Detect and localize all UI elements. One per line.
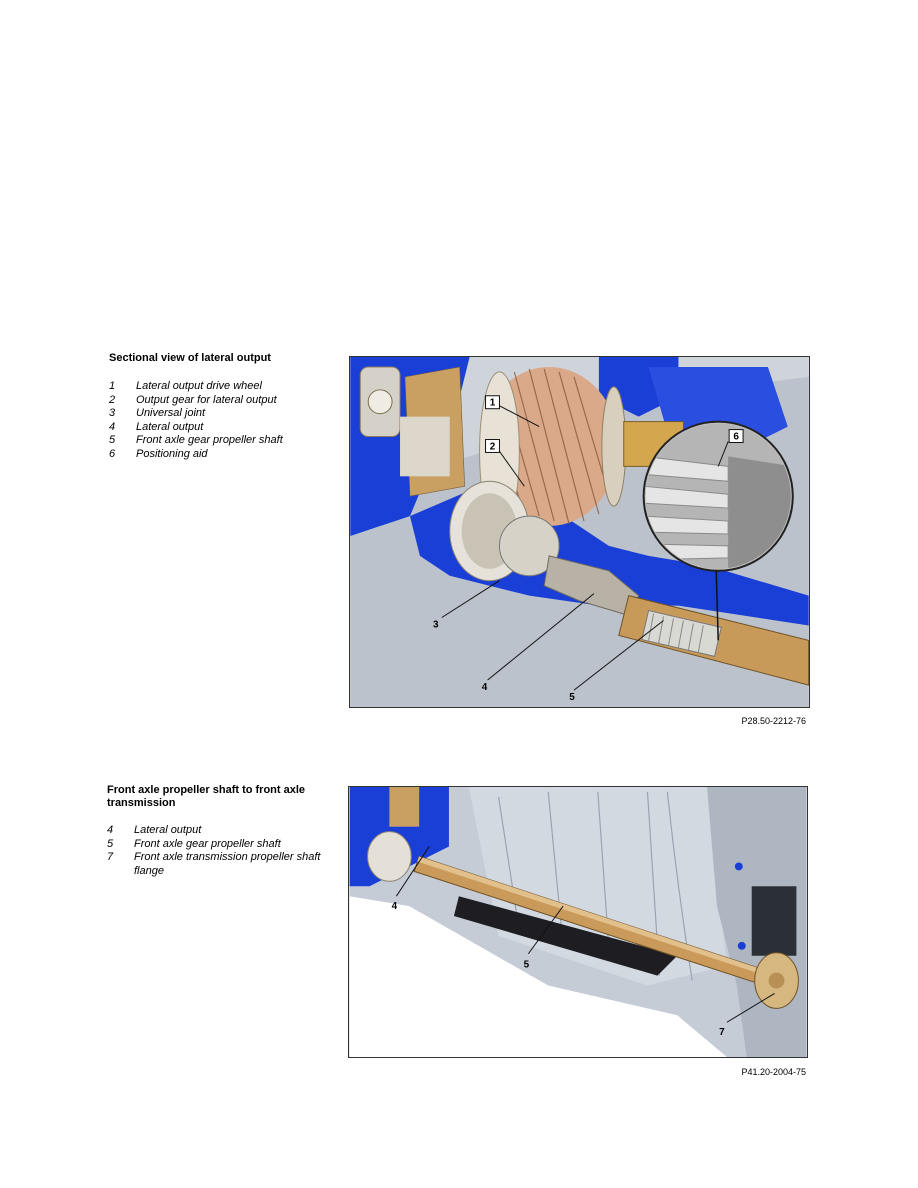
legend-text: Lateral output [136, 420, 204, 433]
legend-number: 2 [109, 393, 116, 406]
section1-legend: 1 Lateral output drive wheel 2 Output gear… [109, 380, 319, 462]
legend-text: Output gear for lateral output [136, 393, 277, 406]
callout-5: 5 [524, 960, 530, 971]
section2-legend: 4 Lateral output 5 Front axle gear propell… [107, 824, 325, 878]
callout-1: 1 [490, 398, 496, 409]
legend-number: 1 [109, 380, 116, 392]
legend-item: 6 Positioning aid [109, 448, 319, 462]
legend-text: Front axle gear propeller shaft [134, 837, 281, 850]
legend-item: 7 Front axle transmission propeller shaft… [107, 851, 325, 878]
legend-item: 4 Lateral output [107, 824, 325, 838]
callout-4: 4 [392, 901, 398, 912]
legend-item: 3 Universal joint [109, 407, 319, 421]
propeller-shaft-illustration: 4 5 7 [349, 787, 807, 1057]
legend-item: 5 Front axle gear propeller shaft [109, 434, 319, 448]
legend-text: Lateral output drive wheel [136, 380, 262, 392]
callout-5: 5 [569, 692, 575, 703]
legend-text: Front axle gear propeller shaft [136, 434, 283, 447]
section1-figure-code: P28.50-2212-76 [741, 716, 806, 726]
callout-2: 2 [490, 441, 496, 452]
propeller-shaft-figure: 4 5 7 [348, 786, 808, 1058]
legend-number: 3 [109, 407, 116, 420]
legend-text: Front axle transmission propeller shaft … [134, 851, 321, 877]
callout-7: 7 [719, 1027, 725, 1038]
lateral-output-illustration: 1 2 3 4 5 6 [350, 357, 809, 707]
section2-title: Front axle propeller shaft to front axle… [107, 784, 306, 809]
lateral-output-sectional-figure: 1 2 3 4 5 6 [349, 356, 810, 708]
callout-6: 6 [733, 432, 739, 443]
legend-item: 1 Lateral output drive wheel [109, 380, 319, 394]
legend-text: Lateral output [134, 824, 202, 836]
legend-number: 5 [109, 434, 116, 447]
legend-item: 2 Output gear for lateral output [109, 394, 319, 408]
legend-number: 4 [107, 824, 114, 836]
legend-number: 5 [107, 837, 114, 850]
section1-title: Sectional view of lateral output [109, 352, 271, 364]
legend-item: 5 Front axle gear propeller shaft [107, 838, 325, 852]
legend-text: Positioning aid [136, 447, 208, 460]
legend-text: Universal joint [136, 407, 206, 420]
legend-number: 4 [109, 420, 116, 433]
callout-4: 4 [482, 682, 488, 693]
legend-number: 7 [107, 851, 114, 864]
callout-3: 3 [433, 619, 439, 630]
section2-figure-code: P41.20-2004-75 [741, 1067, 806, 1077]
legend-number: 6 [109, 447, 116, 460]
legend-item: 4 Lateral output [109, 421, 319, 435]
